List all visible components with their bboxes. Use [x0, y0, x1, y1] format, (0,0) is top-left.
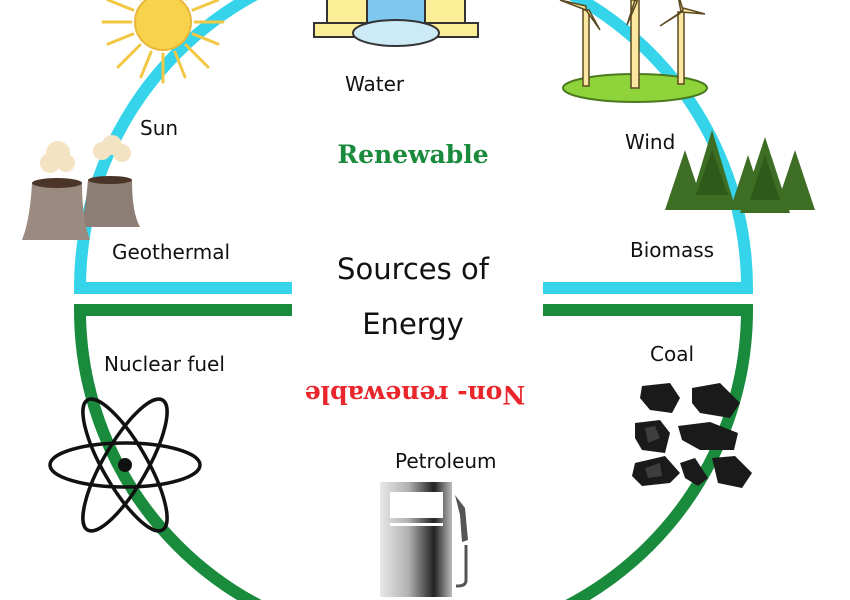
non-renewable-heading: Non- renewable	[304, 380, 526, 409]
sun-icon	[101, 0, 225, 84]
source-label-coal: Coal	[650, 342, 695, 366]
source-label-nuclear-fuel: Nuclear fuel	[104, 352, 225, 376]
atom-icon	[48, 397, 202, 533]
source-label-wind: Wind	[625, 130, 676, 154]
non-renewable-arc	[73, 304, 754, 600]
diagram-title-line2: Energy	[362, 307, 464, 341]
renewable-heading: Renewable	[337, 140, 489, 169]
source-label-water: Water	[345, 72, 405, 96]
fuel-pump-icon	[380, 482, 468, 597]
source-label-sun: Sun	[140, 116, 179, 140]
source-label-geothermal: Geothermal	[112, 240, 231, 264]
cooling-tower-icon	[22, 135, 140, 240]
source-label-biomass: Biomass	[630, 238, 715, 262]
source-label-petroleum: Petroleum	[395, 449, 497, 473]
diagram-title-line1: Sources of	[337, 252, 489, 286]
forest-icon	[665, 130, 815, 213]
wind-turbine-icon	[559, 0, 708, 103]
dam-icon	[313, 0, 479, 47]
coal-icon	[632, 383, 752, 488]
